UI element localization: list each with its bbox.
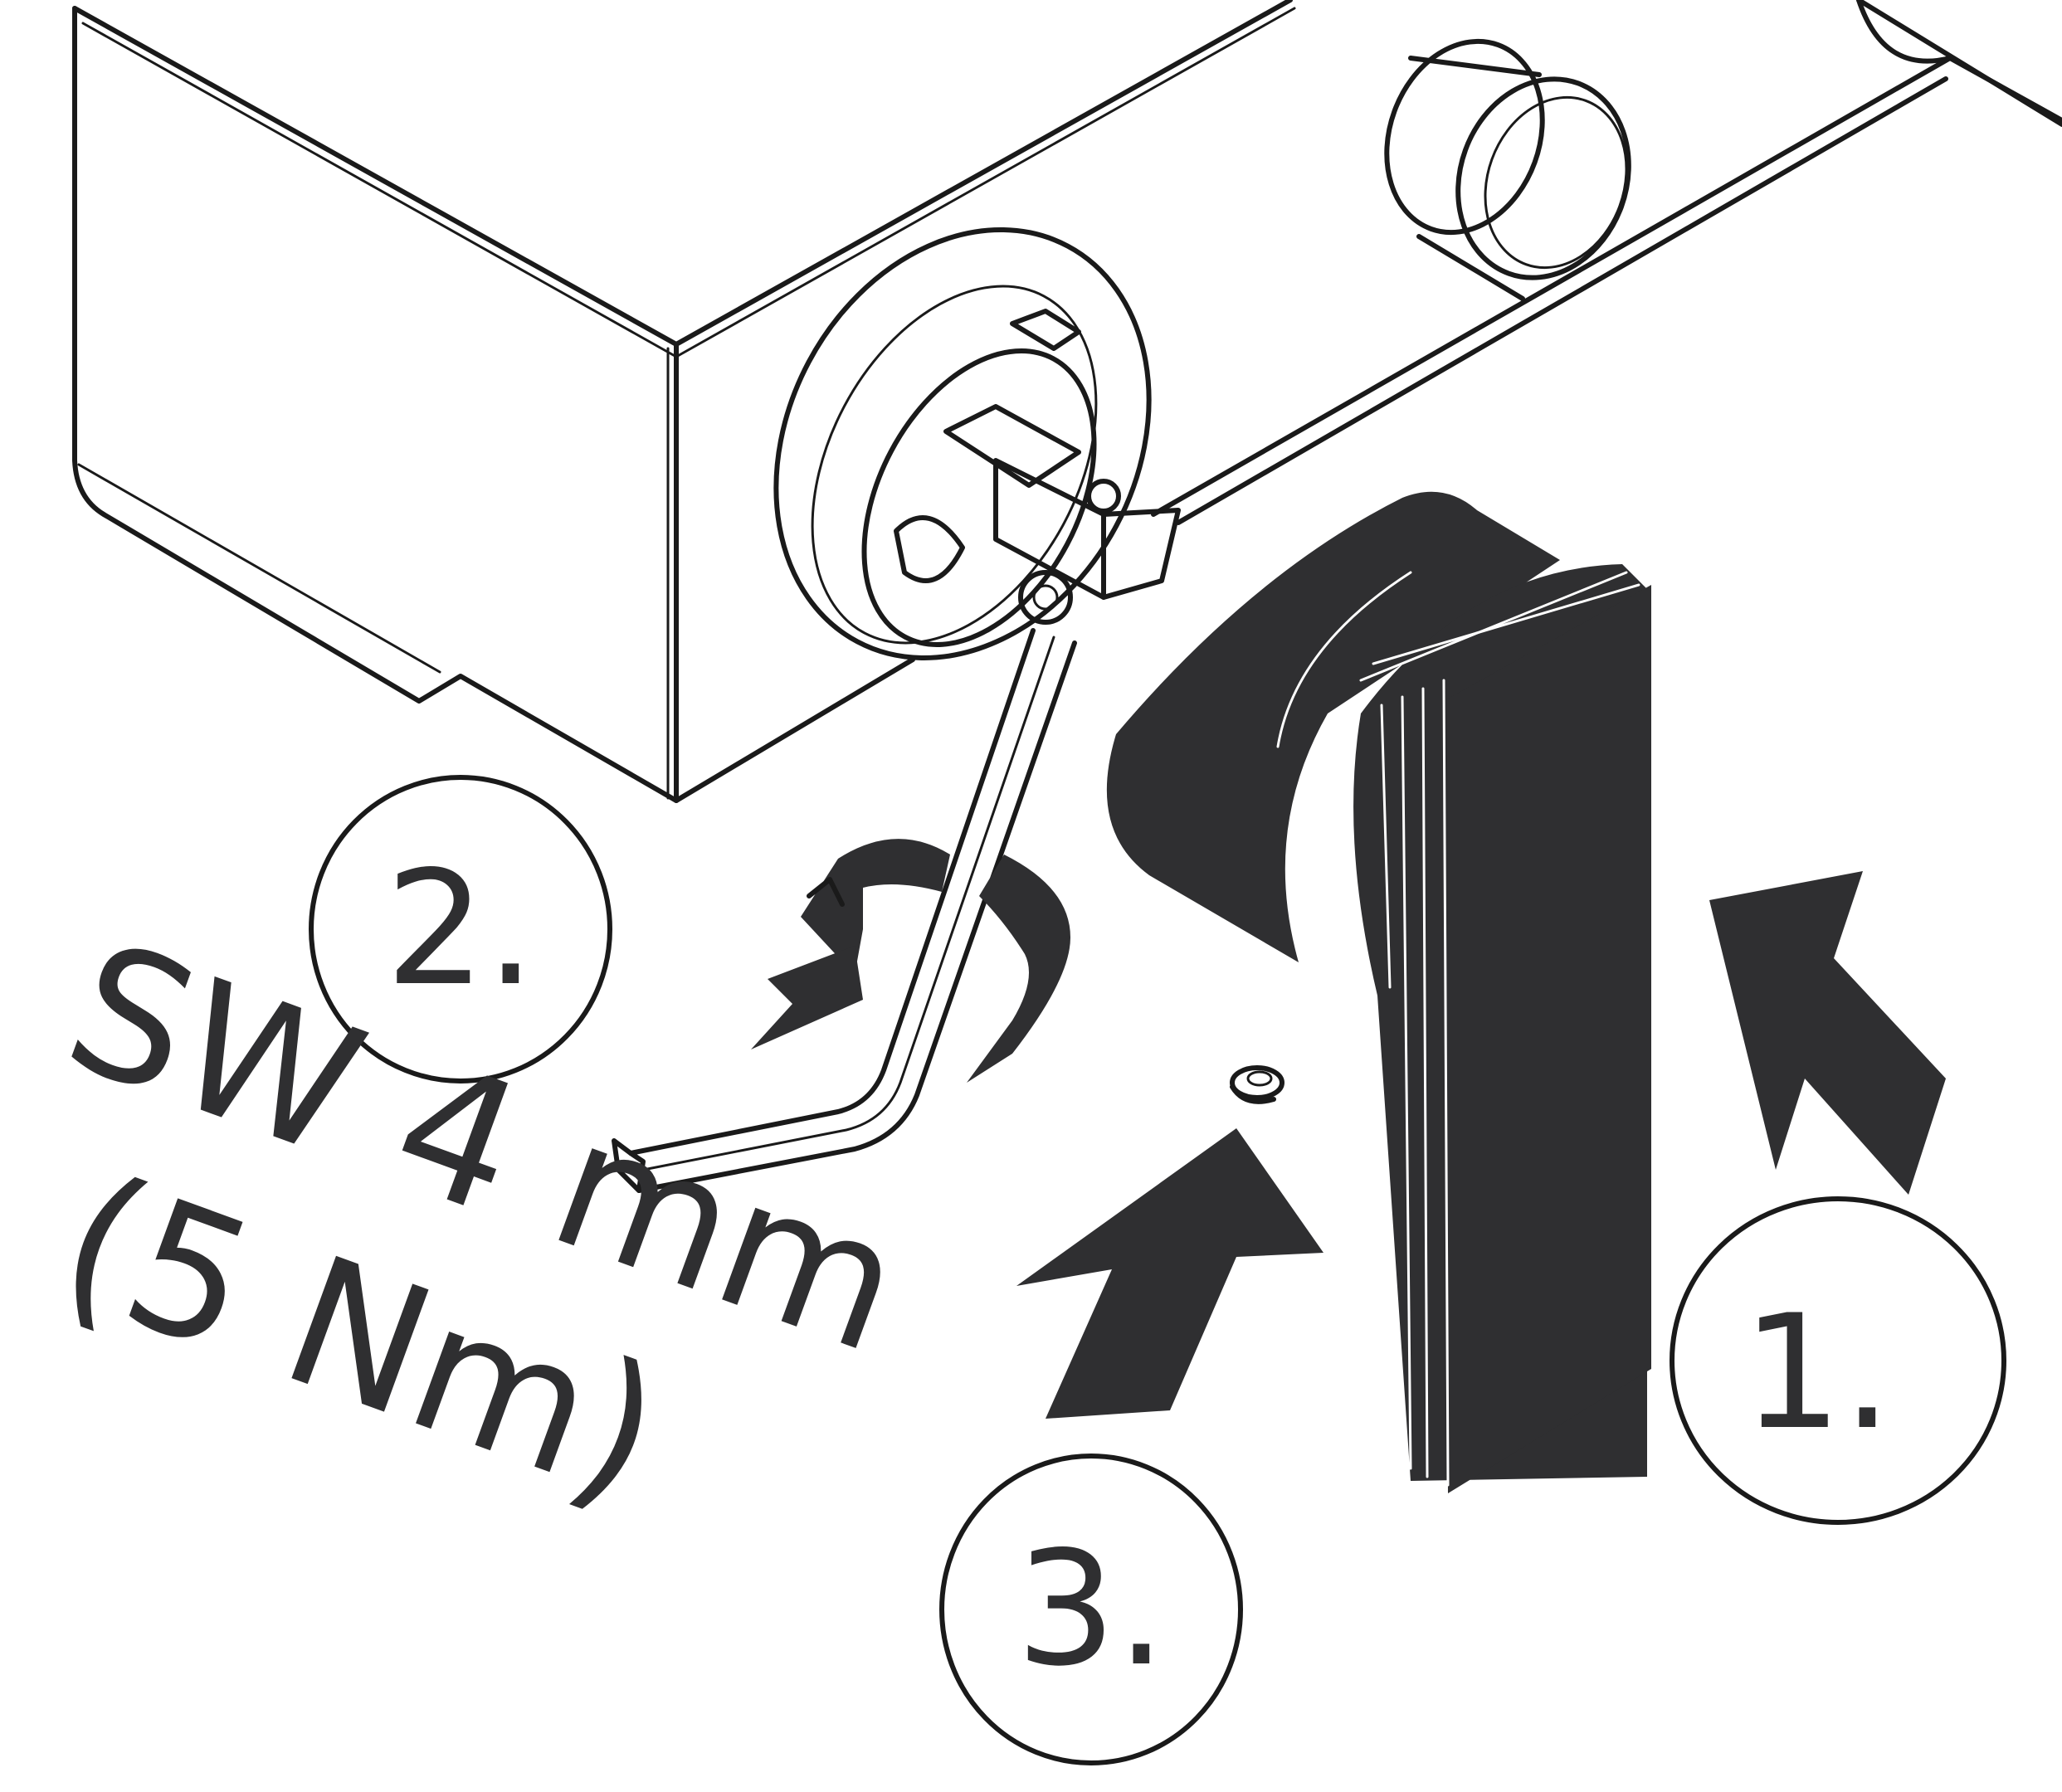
knob-icon xyxy=(1384,38,1631,301)
arrow-step-1-icon xyxy=(1709,871,1946,1195)
step-3-label: 3. xyxy=(1016,1517,1166,1701)
allen-key-icon xyxy=(612,628,1077,1193)
step-2-label: 2. xyxy=(385,837,535,1020)
thermostat-body xyxy=(72,0,2062,803)
step-3-badge: 3. xyxy=(939,1454,1243,1765)
arrow-step-3-icon xyxy=(1016,1128,1323,1419)
step-1-label: 1. xyxy=(1742,1281,1892,1464)
rotation-arrow-icon xyxy=(751,839,1070,1083)
step-1-badge: 1. xyxy=(1670,1196,2006,1525)
screw-icon xyxy=(1230,1065,1284,1104)
handle-mount xyxy=(773,227,1181,660)
lever-handle xyxy=(1106,491,1651,1493)
step-2-badge: 2. xyxy=(309,775,612,1083)
